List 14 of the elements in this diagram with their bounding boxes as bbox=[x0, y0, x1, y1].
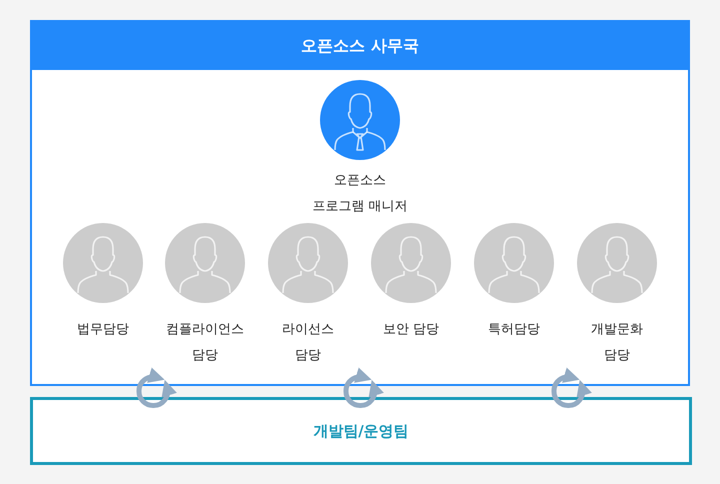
sync-arrow bbox=[552, 368, 592, 408]
team-label: 개발팀/운영팀 bbox=[313, 422, 409, 440]
node-label: 보안 담당 bbox=[382, 321, 440, 339]
panel-header: 오픈소스 사무국 bbox=[32, 22, 688, 70]
node-label: 특허담당 bbox=[487, 321, 541, 339]
node-label: 라이선스 담당 bbox=[281, 321, 335, 365]
sync-arrow bbox=[344, 368, 384, 408]
node-label: 개발문화 담당 bbox=[590, 321, 644, 365]
node-label: 오픈소스 프로그램 매니저 bbox=[311, 172, 409, 216]
team-box bbox=[30, 397, 692, 465]
office-panel bbox=[30, 20, 690, 386]
node-label: 법무담당 bbox=[76, 321, 130, 339]
sync-arrow bbox=[136, 368, 177, 408]
node-label: 컴플라이언스 담당 bbox=[166, 321, 244, 365]
